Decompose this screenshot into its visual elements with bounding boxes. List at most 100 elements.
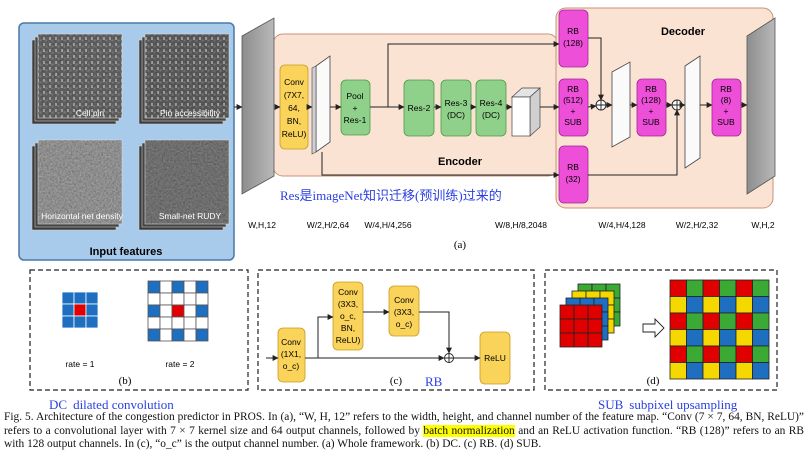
rb-conv-3x3-bn-relu-block: Conv(3X3,o_c,BN,ReLU) — [332, 281, 364, 351]
dilated-kernel-cell — [171, 328, 185, 342]
dilated-kernel-cell — [183, 304, 197, 318]
rb-conv-1x1-block: Conv(1X1,o_c) — [277, 327, 306, 383]
input-label-cell-pin: Cell pin — [76, 108, 105, 118]
dilation-grid-rate-1 — [61, 291, 99, 329]
dilated-kernel-cell — [183, 280, 197, 294]
feature-map-horizontal-net-density — [31, 139, 123, 231]
subpixel-output-cell — [669, 296, 687, 314]
dilated-kernel-cell — [195, 304, 209, 318]
subpixel-output-cell — [669, 329, 687, 347]
panel-b-frame — [29, 269, 249, 391]
subpixel-output-cell — [702, 362, 720, 380]
pool-res1-block: Pool+Res-1 — [340, 79, 371, 136]
svg-text:Res-3(DC): Res-3(DC) — [445, 98, 468, 120]
rb32-block: RB(32) — [558, 145, 589, 204]
dilated-kernel-cell — [171, 304, 185, 318]
caption-highlight: batch normalization — [423, 424, 515, 437]
sum-node-2 — [671, 99, 683, 111]
subpixel-output-cell — [752, 329, 770, 347]
svg-text:Pool+Res-1: Pool+Res-1 — [344, 91, 367, 125]
subpixel-output-cell — [719, 296, 737, 314]
rb128-top-block: RB(128) — [558, 9, 589, 68]
conv-output-slab — [311, 55, 331, 155]
res4-dc-block: Res-4(DC) — [475, 79, 507, 137]
rb512-sub-block: RB(512)+SUB — [558, 78, 589, 137]
subpixel-output-cell — [752, 279, 770, 297]
panel-d-label: (d) — [647, 375, 660, 387]
dilated-kernel-cell — [147, 316, 161, 330]
subpixel-input-cell — [559, 318, 575, 334]
dim-label-res1: W/4,H/4,256 — [364, 220, 412, 230]
dilated-kernel-cell — [159, 292, 173, 306]
subpixel-input-cell — [573, 332, 589, 348]
dim-label-conv: W/2,H/2,64 — [307, 220, 350, 230]
subpixel-arrow-icon — [642, 317, 665, 339]
svg-text:Conv(7X7,64,BN,ReLU): Conv(7X7,64,BN,ReLU) — [282, 77, 307, 139]
subpixel-output-cell — [735, 279, 753, 297]
subpixel-output-cell — [735, 312, 753, 330]
svg-text:RB(128): RB(128) — [563, 26, 583, 48]
caption-part-1: Fig. 5. Architecture of the congestion p… — [4, 411, 804, 437]
subpixel-input-cell — [587, 332, 603, 348]
subpixel-output-cell — [686, 279, 704, 297]
subpixel-output-cell — [719, 362, 737, 380]
panel-b-label: (b) — [119, 375, 132, 387]
svg-text:RB(8)+SUB: RB(8)+SUB — [717, 84, 735, 127]
encoder-title: Encoder — [438, 156, 483, 168]
panel-c: Conv(1X1,o_c) Conv(3X3,o_c,BN,ReLU) Conv… — [257, 269, 535, 391]
subpixel-output-cell — [686, 345, 704, 363]
rb-arrows — [266, 309, 481, 361]
panel-a-label: (a) — [454, 239, 467, 251]
subpixel-output-cell — [719, 312, 737, 330]
feature-map-cell-pin — [31, 33, 123, 125]
dim-label-output: W,H,2 — [751, 220, 774, 230]
sum-node-1 — [595, 99, 607, 111]
kernel-cell — [61, 315, 75, 329]
subpixel-input-stack — [559, 283, 621, 348]
subpixel-output-cell — [669, 345, 687, 363]
dilated-kernel-cell — [147, 304, 161, 318]
dilated-kernel-cell — [195, 316, 209, 330]
dilated-kernel-cell — [159, 304, 173, 318]
dim-label-bottleneck: W/8,H/8,2048 — [495, 220, 547, 230]
output-tensor-slab — [746, 17, 776, 195]
svg-text:RB(512)+SUB: RB(512)+SUB — [563, 84, 583, 127]
panel-c-frame — [257, 269, 535, 391]
decoder-slab-2 — [684, 55, 701, 169]
rate-2-label: rate = 2 — [165, 359, 194, 369]
subpixel-output-cell — [669, 362, 687, 380]
dilated-kernel-cell — [159, 316, 173, 330]
input-features-title: Input features — [90, 246, 163, 258]
subpixel-output-cell — [752, 362, 770, 380]
input-label-horizontal-net-density: Horizontal net density — [41, 211, 123, 221]
dilated-kernel-cell — [147, 328, 161, 342]
rb-sum-node — [444, 353, 454, 363]
decoder-title: Decoder — [661, 26, 706, 38]
dilated-kernel-cell — [159, 328, 173, 342]
feature-map-small-net-rudy — [138, 139, 230, 231]
subpixel-output-cell — [669, 312, 687, 330]
dilated-kernel-cell — [171, 316, 185, 330]
res2-block: Res-2 — [403, 79, 435, 137]
input-label-small-net-rudy: Small-net RUDY — [159, 211, 222, 221]
subpixel-output-cell — [702, 279, 720, 297]
figure-caption: Fig. 5. Architecture of the congestion p… — [4, 411, 804, 452]
subpixel-output-cell — [686, 329, 704, 347]
bottleneck-cube — [511, 87, 541, 137]
svg-text:Res-2: Res-2 — [408, 103, 431, 113]
flow-arrows — [234, 37, 748, 178]
conv-7x7-block: Conv(7X7,64,BN,ReLU) — [279, 64, 309, 150]
kernel-cell — [85, 315, 99, 329]
dilation-grid-rate-2 — [147, 280, 209, 342]
subpixel-output-cell — [702, 296, 720, 314]
dim-label-input: W,H,12 — [248, 220, 276, 230]
subpixel-input-cell — [559, 304, 575, 320]
svg-text:RB(128)+SUB: RB(128)+SUB — [641, 84, 661, 127]
subpixel-input-cell — [573, 304, 589, 320]
decoder-slab-1 — [611, 61, 631, 148]
dilated-kernel-cell — [159, 280, 173, 294]
subpixel-output-cell — [686, 362, 704, 380]
